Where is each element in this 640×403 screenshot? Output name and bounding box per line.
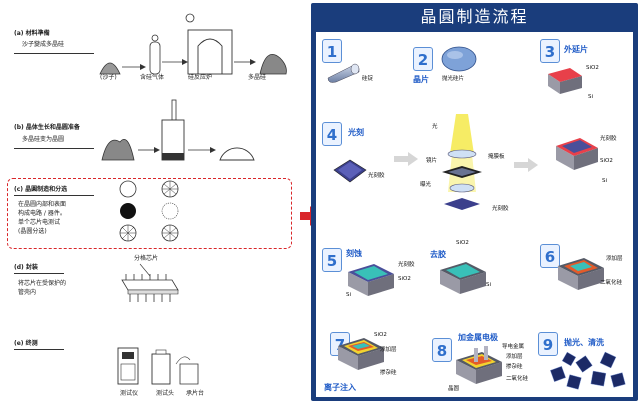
label-conductive-metal: 导电金属 [502, 344, 525, 350]
label-sio2-4: SiO2 [456, 240, 469, 246]
wafer-fab-panel: 晶圓制造流程 1 硅锭 2 晶片 抛光硅片 3 外延片 SiO2 Si 4 光刻 [311, 3, 638, 401]
step-5-name-etch: 刻蚀 [346, 249, 362, 258]
label-doped-si: 掺杂硅 [380, 370, 397, 376]
label-sio2: SiO2 [586, 65, 599, 71]
label-ingot: 硅锭 [362, 76, 374, 82]
label-si-3: Si [346, 292, 352, 298]
divider [14, 273, 64, 274]
step-2-number: 2 [413, 47, 433, 71]
label-sio2-5: SiO2 [374, 332, 387, 338]
label-silicon-dioxide: 二氧化硅 [600, 280, 623, 286]
divider [14, 349, 64, 350]
step-9-name: 抛光、清洗 [564, 338, 604, 347]
etched-wafer-icon [348, 264, 394, 296]
label-photoresist-3: 光刻胶 [600, 136, 617, 142]
wafer-fab-highlight-box [7, 178, 292, 249]
label-si: Si [588, 94, 594, 100]
label-silicon-dioxide-2: 二氧化硅 [506, 376, 529, 382]
step-3-name: 外延片 [564, 45, 588, 54]
label-singulated-chip: 分格芯片 [134, 255, 159, 262]
step-5-number: 5 [322, 248, 342, 272]
label-sand: (沙子) [100, 74, 117, 81]
material-prep-illustration [99, 13, 287, 75]
step-4-number: 4 [322, 122, 342, 146]
section-c-line-3: 单个芯片电测试 [18, 219, 61, 226]
label-photoresist-2: 光刻胶 [492, 206, 509, 212]
label-exposure: 曝光 [420, 182, 432, 188]
section-c-line-1: 在晶圆内部和表面 [18, 201, 67, 208]
section-e-title: (e) 终测 [14, 340, 38, 347]
label-tester: 测试仪 [120, 390, 139, 397]
label-photoresist-4: 光刻胶 [398, 262, 415, 268]
package-illustration [121, 263, 179, 302]
section-d-title: (d) 封装 [14, 264, 38, 271]
step-9-number: 9 [538, 332, 558, 356]
label-light: 光 [432, 124, 438, 130]
step-8-name: 加金属电极 [458, 333, 498, 342]
label-added-layer-2: 添加层 [380, 347, 397, 353]
process-arrow-icon [514, 158, 538, 172]
section-c-line-2: 构成电路 / 器件。 [18, 210, 66, 217]
wafer-fab-illustration [119, 180, 179, 242]
label-photoresist: 光刻胶 [368, 173, 385, 179]
section-b-title: (b) 晶体生长和晶圆准备 [14, 124, 80, 131]
process-arrow-icon [394, 152, 418, 166]
process-overview: (a) 材料準備 沙子變成多晶硅 (沙子) 含硅气体 硅反应炉 多晶硅 (b) … [0, 0, 302, 403]
label-test-head: 测试头 [156, 390, 175, 397]
step-3-number: 3 [540, 39, 560, 63]
step-8-number: 8 [432, 338, 452, 362]
crystal-growth-illustration [101, 99, 255, 161]
photoresist-wafer-icon [333, 159, 367, 183]
patterned-wafer-icon [556, 138, 598, 170]
section-c-title: (c) 晶圓制造和分选 [14, 186, 68, 193]
section-a-subtitle: 沙子變成多晶硅 [22, 41, 65, 48]
label-reactor: 硅反应炉 [188, 74, 213, 81]
added-layer-wafer-icon [558, 258, 604, 290]
section-c-line-4: (晶圆分选) [18, 228, 47, 235]
label-polysilicon: 多晶硅 [248, 74, 267, 81]
divider [14, 195, 94, 196]
epitaxial-wafer-icon [548, 68, 582, 94]
section-d-line-2: 管壳内 [18, 289, 37, 296]
stripped-wafer-icon [440, 262, 486, 294]
label-si-4: Si [486, 282, 492, 288]
label-mask: 掩膜板 [488, 154, 505, 160]
label-polished-wafer: 抛光硅片 [442, 76, 465, 82]
label-si-2: Si [602, 178, 608, 184]
step-4-name: 光刻 [348, 128, 364, 137]
label-wafer: 晶圆 [448, 386, 460, 392]
label-sio2-2: SiO2 [600, 158, 613, 164]
panel-content: 1 硅锭 2 晶片 抛光硅片 3 外延片 SiO2 Si 4 光刻 [316, 32, 633, 397]
metal-electrode-wafer-icon [456, 346, 502, 384]
divider [14, 53, 94, 54]
polished-wafer-icon [441, 46, 477, 72]
silicon-ingot-icon [327, 63, 360, 83]
exposure-system-icon [442, 114, 482, 210]
label-prober: 承片台 [186, 390, 205, 397]
label-sio2-3: SiO2 [398, 276, 411, 282]
section-d-line-1: 将芯片在受保护的 [18, 280, 67, 287]
label-added-layer: 添加层 [606, 256, 623, 262]
label-lens: 镜片 [426, 158, 438, 164]
label-added-layer-3: 添加层 [506, 354, 523, 360]
panel-title: 晶圓制造流程 [420, 7, 529, 26]
step-6-number: 6 [540, 244, 560, 268]
label-doped-si-2: 掺杂硅 [506, 364, 523, 370]
label-silicon-gas: 含硅气体 [140, 74, 165, 81]
section-b-subtitle: 多晶硅变为晶圆 [22, 136, 65, 143]
step-7-name: 离子注入 [324, 383, 356, 392]
divider [14, 148, 94, 149]
ion-implant-wafer-icon [338, 338, 384, 370]
section-a-title: (a) 材料準備 [14, 30, 50, 37]
final-test-illustration [117, 347, 199, 385]
polished-chips-icon [550, 351, 626, 390]
step-1-number: 1 [322, 39, 342, 63]
step-2-name: 晶片 [413, 75, 429, 84]
step-5-name-strip: 去胶 [430, 250, 446, 259]
